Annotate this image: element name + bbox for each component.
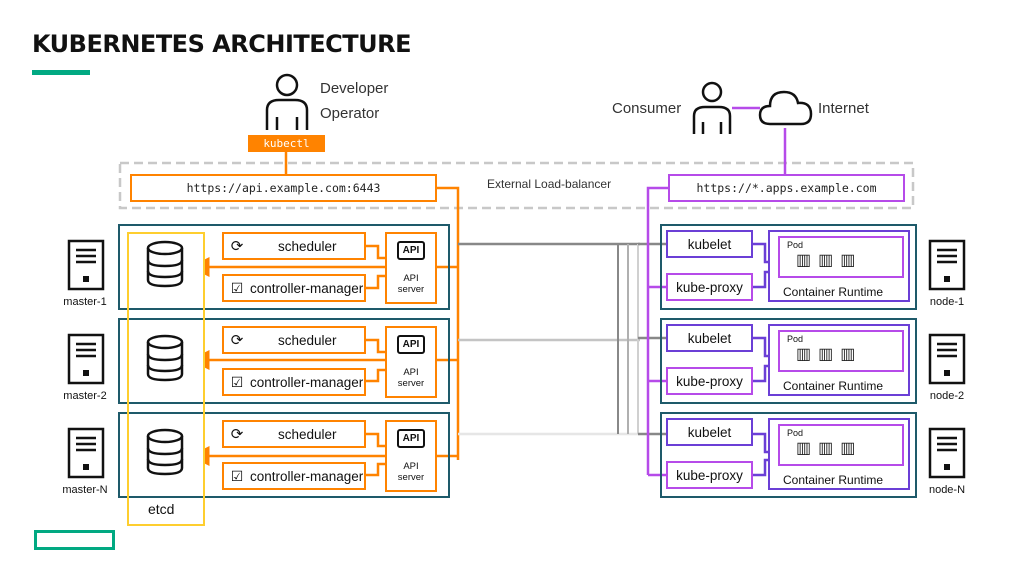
load-balancer-label: External Load-balancer <box>487 177 612 191</box>
pod-box <box>778 236 904 278</box>
scheduler-label: scheduler <box>278 426 337 442</box>
kubectl-badge: kubectl <box>248 135 325 152</box>
kubelet-box: kubelet <box>666 324 753 352</box>
database-icon <box>146 240 184 288</box>
node-row-1 <box>660 224 917 310</box>
server-icon <box>67 239 105 291</box>
developer-label: Developer <box>320 80 389 97</box>
sync-icon: ⟳ <box>230 238 244 255</box>
kubelet-box: kubelet <box>666 418 753 446</box>
container-icons: ▥▥▥ <box>796 346 863 363</box>
sync-icon: ⟳ <box>230 332 244 349</box>
etcd-border <box>127 232 205 526</box>
database-icon <box>146 428 184 476</box>
node-name: node-2 <box>929 390 965 402</box>
developer-person-icon <box>265 73 309 130</box>
container-icons: ▥▥▥ <box>796 252 863 269</box>
sync-icon: ⟳ <box>230 426 244 443</box>
master-name: master-2 <box>63 390 107 402</box>
master-row-N <box>118 412 450 498</box>
consumer-person-icon <box>692 81 732 134</box>
pod-box <box>778 424 904 466</box>
scheduler-box: ⟳ scheduler <box>222 232 366 260</box>
title-accent-bar <box>32 70 90 75</box>
scheduler-label: scheduler <box>278 332 337 348</box>
api-icon: API <box>396 335 426 354</box>
server-icon <box>67 427 105 479</box>
master-name: master-1 <box>63 296 107 308</box>
controller-manager-label: controller-manager <box>250 280 364 296</box>
scheduler-box: ⟳ scheduler <box>222 420 366 448</box>
api-icon: API <box>396 429 426 448</box>
scheduler-label: scheduler <box>278 238 337 254</box>
internet-cloud-icon <box>758 90 813 126</box>
pod-label: Pod <box>787 240 804 250</box>
node-name: node-1 <box>929 296 965 308</box>
container-icons: ▥▥▥ <box>796 440 863 457</box>
kubelet-box: kubelet <box>666 230 753 258</box>
etcd-label: etcd <box>148 501 175 517</box>
checklist-icon: ☑ <box>230 373 244 390</box>
pod-label: Pod <box>787 334 804 344</box>
internet-label: Internet <box>818 100 869 117</box>
api-server-box: API <box>385 232 437 304</box>
kube-proxy-box: kube-proxy <box>666 367 753 395</box>
apps-url-box: https://*.apps.example.com <box>668 174 905 202</box>
node-row-2 <box>660 318 917 404</box>
container-runtime-label: Container Runtime <box>783 285 884 299</box>
controller-manager-box: ☑ controller-manager <box>222 462 366 490</box>
checklist-icon: ☑ <box>230 467 244 484</box>
master-name: master-N <box>62 484 108 496</box>
container-runtime-label: Container Runtime <box>783 379 884 393</box>
api-url-box: https://api.example.com:6443 <box>130 174 437 202</box>
kube-proxy-box: kube-proxy <box>666 273 753 301</box>
api-server-box: API <box>385 420 437 492</box>
node-row-N <box>660 412 917 498</box>
scheduler-box: ⟳ scheduler <box>222 326 366 354</box>
server-icon <box>928 333 966 385</box>
node-name: node-N <box>928 484 966 496</box>
kube-proxy-box: kube-proxy <box>666 461 753 489</box>
container-runtime-label: Container Runtime <box>783 473 884 487</box>
database-icon <box>146 334 184 382</box>
load-balancer-outline <box>118 161 915 210</box>
master-row-1 <box>118 224 450 310</box>
api-server-box: API <box>385 326 437 398</box>
server-icon <box>928 239 966 291</box>
consumer-label: Consumer <box>612 100 682 117</box>
api-icon: API <box>396 241 426 260</box>
master-row-2 <box>118 318 450 404</box>
server-icon <box>67 333 105 385</box>
controller-manager-label: controller-manager <box>250 468 364 484</box>
controller-manager-box: ☑ controller-manager <box>222 368 366 396</box>
pod-box <box>778 330 904 372</box>
operator-label: Operator <box>320 105 380 122</box>
checklist-icon: ☑ <box>230 279 244 296</box>
controller-manager-label: controller-manager <box>250 374 364 390</box>
server-icon <box>928 427 966 479</box>
page-title: KUBERNETES ARCHITECTURE <box>32 30 412 58</box>
pod-label: Pod <box>787 428 804 438</box>
footer-logo-box <box>34 530 115 550</box>
controller-manager-box: ☑ controller-manager <box>222 274 366 302</box>
